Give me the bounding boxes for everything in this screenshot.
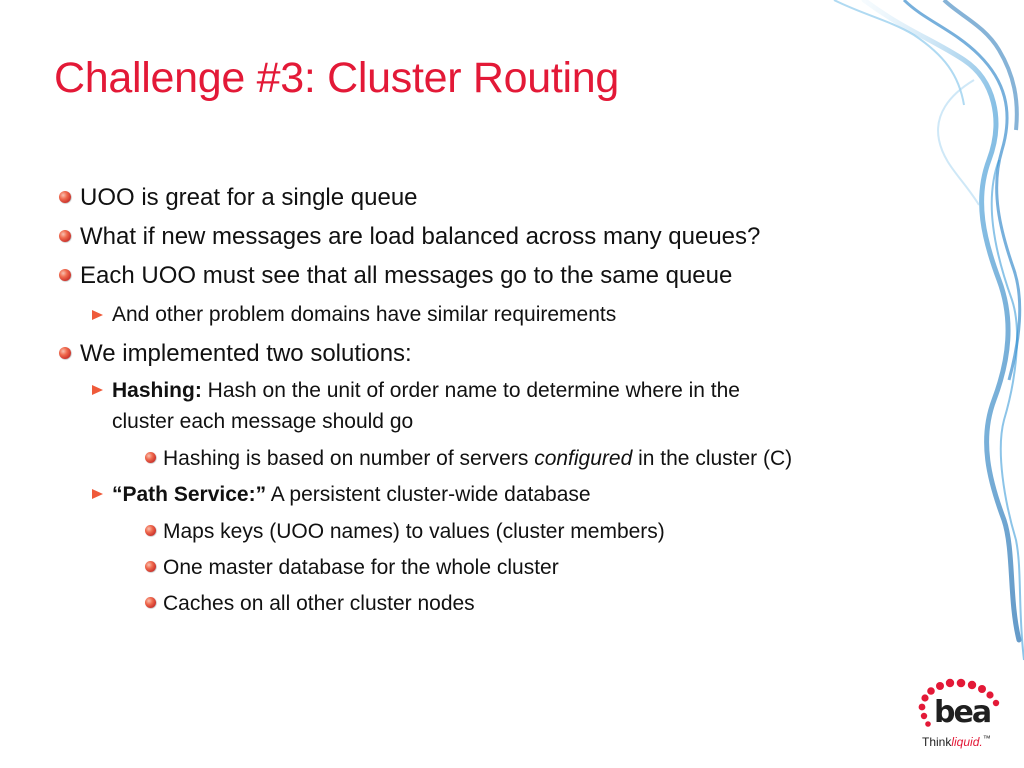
bea-logo: bea Thinkliquid.™ <box>910 676 1006 756</box>
red-arrow-bullet-icon <box>92 310 103 320</box>
logo-tagline-think: Think <box>922 735 952 749</box>
red-ball-bullet-icon <box>145 525 156 536</box>
bullet-text-after: in the cluster (C) <box>632 447 793 470</box>
bullet-text: Hashing is based on number of servers <box>163 447 535 470</box>
bullet-bold-label: Hashing: <box>112 379 202 402</box>
red-ball-bullet-icon <box>59 269 71 281</box>
red-ball-bullet-icon <box>59 230 71 242</box>
bullet-text: One master database for the whole cluste… <box>163 556 559 579</box>
bullet-item: UOO is great for a single queue <box>80 184 418 213</box>
sub-sub-bullet-item: Maps keys (UOO names) to values (cluster… <box>163 519 665 544</box>
red-ball-bullet-icon <box>59 191 71 203</box>
smoke-swirl-decoration <box>833 0 1024 661</box>
red-arrow-bullet-icon <box>92 489 103 499</box>
red-arrow-bullet-icon <box>92 385 103 395</box>
bullet-text: And other problem domains have similar r… <box>112 303 617 326</box>
sub-bullet-item: Hashing: Hash on the unit of order name … <box>112 378 740 403</box>
sub-bullet-item: And other problem domains have similar r… <box>112 302 616 327</box>
sub-bullet-item: “Path Service:” A persistent cluster-wid… <box>112 482 591 507</box>
bullet-text: Hash on the unit of order name to determ… <box>201 379 740 402</box>
bullet-item: What if new messages are load balanced a… <box>80 223 760 252</box>
red-ball-bullet-icon <box>59 347 71 359</box>
bullet-text: Each UOO must see that all messages go t… <box>80 262 733 289</box>
sub-sub-bullet-item: Caches on all other cluster nodes <box>163 591 475 616</box>
red-ball-bullet-icon <box>145 597 156 608</box>
sub-sub-bullet-item: One master database for the whole cluste… <box>163 555 559 580</box>
logo-trademark: ™ <box>982 734 991 743</box>
red-ball-bullet-icon <box>145 561 156 572</box>
bullet-text: We implemented two solutions: <box>80 340 412 367</box>
bullet-bold-label: “Path Service:” <box>112 483 267 506</box>
bullet-text: A persistent cluster-wide database <box>266 483 591 506</box>
red-ball-bullet-icon <box>145 452 156 463</box>
slide-title: Challenge #3: Cluster Routing <box>54 54 619 102</box>
bullet-italic-text: configured <box>534 447 633 470</box>
bullet-text: cluster each message should go <box>112 410 414 433</box>
sub-bullet-continuation: cluster each message should go <box>112 409 413 434</box>
logo-tagline: Thinkliquid.™ <box>922 734 991 749</box>
logo-tagline-liquid: liquid. <box>951 735 983 749</box>
sub-sub-bullet-item: Hashing is based on number of servers co… <box>163 446 792 471</box>
bullet-item: We implemented two solutions: <box>80 340 412 369</box>
bullet-text: UOO is great for a single queue <box>80 184 418 211</box>
bullet-text: What if new messages are load balanced a… <box>80 223 761 250</box>
logo-dots-arc-icon <box>918 678 1000 727</box>
bullet-text: Maps keys (UOO names) to values (cluster… <box>163 520 665 543</box>
bullet-text: Caches on all other cluster nodes <box>163 592 475 615</box>
bullet-item: Each UOO must see that all messages go t… <box>80 262 732 291</box>
logo-wordmark: bea <box>934 695 992 730</box>
